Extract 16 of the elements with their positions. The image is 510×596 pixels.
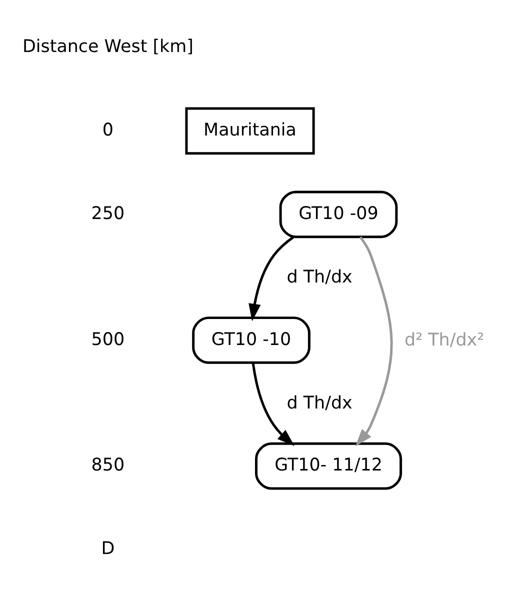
edge-label: d² Th/dx²	[404, 330, 484, 350]
arrow	[248, 235, 294, 321]
label: 250	[91, 204, 125, 224]
node-box: Mauritania	[185, 106, 315, 154]
node-box: GT10 -09	[279, 190, 398, 238]
label: D	[101, 538, 115, 559]
edge-label: d Th/dx	[286, 267, 352, 288]
node-box: GT10- 11/12	[255, 442, 402, 490]
arrow	[252, 362, 295, 446]
label: 850	[91, 455, 125, 476]
node-box: GT10 -10	[192, 316, 310, 364]
label: 0	[102, 120, 114, 140]
edge-label: d Th/dx	[286, 392, 352, 413]
label: 500	[91, 329, 125, 350]
arrow	[355, 236, 393, 446]
label: Distance West [km]	[22, 36, 194, 57]
